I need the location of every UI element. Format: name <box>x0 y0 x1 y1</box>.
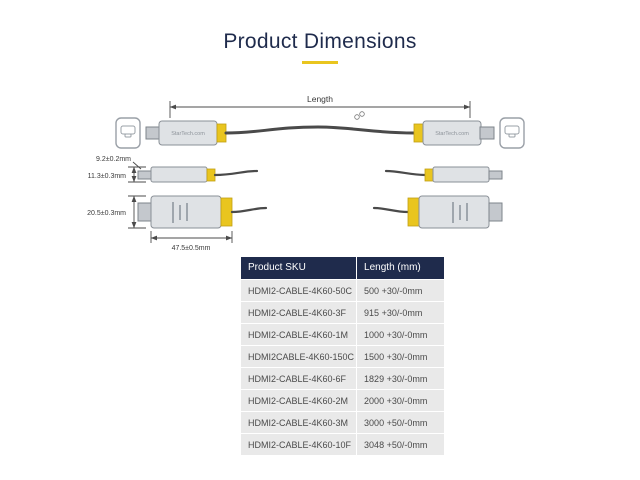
sku-cell: HDMI2CABLE-4K60-150C <box>239 345 358 368</box>
port-socket-notch <box>508 133 516 138</box>
leader-line <box>132 161 142 170</box>
dimension-length: Length <box>169 94 471 118</box>
sku-cell: HDMI2-CABLE-4K60-1M <box>239 323 358 346</box>
sku-cell: HDMI2-CABLE-4K60-10F <box>239 433 358 456</box>
brand-label: StarTech.com <box>171 131 205 137</box>
connector-top-view-right <box>372 195 503 229</box>
brand-label: StarTech.com <box>435 131 469 137</box>
sku-length-table: Product SKU Length (mm) HDMI2-CABLE-4K60… <box>239 256 446 456</box>
table-header-row: Product SKU Length (mm) <box>239 256 446 280</box>
cable-stub <box>230 206 268 214</box>
table-row: HDMI2-CABLE-4K60-2M 2000 +30/-0mm <box>239 389 446 412</box>
hdmi-port-icon-right <box>499 117 525 149</box>
cable-assembly: StarTech.com StarTech.com <box>145 111 495 146</box>
connector-print-mark <box>172 202 174 223</box>
length-cell: 2000 +30/-0mm <box>356 389 446 412</box>
dimension-connector-height: 11.3±0.3mm <box>88 166 146 183</box>
connector-side-view-right <box>384 166 503 183</box>
connector-height-label: 11.3±0.3mm <box>88 173 127 180</box>
port-socket <box>504 125 520 135</box>
coil-loop <box>359 111 365 117</box>
col-header-length: Length (mm) <box>356 256 446 280</box>
length-cell: 915 +30/-0mm <box>356 301 446 324</box>
dimension-connector-width: 20.5±0.3mm <box>87 195 146 229</box>
col-header-sku: Product SKU <box>239 256 358 280</box>
connector-tip <box>488 202 503 222</box>
hdmi-connector-right: StarTech.com <box>413 120 495 146</box>
strain-relief-band <box>206 168 216 182</box>
connector-body <box>432 166 490 183</box>
table-row: HDMI2-CABLE-4K60-3F 915 +30/-0mm <box>239 301 446 324</box>
connector-width-label: 20.5±0.3mm <box>87 210 126 217</box>
length-cell: 1500 +30/-0mm <box>356 345 446 368</box>
dimension-tip-height: 9.2±0.2mm <box>96 156 142 170</box>
connector-tip <box>145 126 161 140</box>
dimension-connector-length: 47.5±0.5mm <box>150 231 233 252</box>
table-row: HDMI2-CABLE-4K60-1M 1000 +30/-0mm <box>239 323 446 346</box>
connector-tip <box>479 126 495 140</box>
table-row: HDMI2-CABLE-4K60-6F 1829 +30/-0mm <box>239 367 446 390</box>
connector-print-mark <box>452 202 454 223</box>
sku-cell: HDMI2-CABLE-4K60-6F <box>239 367 358 390</box>
length-cell: 3000 +50/-0mm <box>356 411 446 434</box>
sku-cell: HDMI2-CABLE-4K60-3M <box>239 411 358 434</box>
sku-cell: HDMI2-CABLE-4K60-50C <box>239 279 358 302</box>
tip-height-label: 9.2±0.2mm <box>96 156 131 163</box>
cable-coil-mark <box>354 111 365 120</box>
sku-cell: HDMI2-CABLE-4K60-3F <box>239 301 358 324</box>
connector-tip <box>137 170 152 180</box>
port-socket <box>120 125 136 135</box>
connector-print-mark <box>459 205 461 220</box>
cable-stub <box>384 169 427 177</box>
table-row: HDMI2-CABLE-4K60-10F 3048 +50/-0mm <box>239 433 446 456</box>
connector-tip <box>488 170 503 180</box>
coil-loop <box>354 114 360 120</box>
cable-stub <box>372 206 410 214</box>
table-row: HDMI2CABLE-4K60-150C 1500 +30/-0mm <box>239 345 446 368</box>
connector-side-view-left <box>137 166 259 183</box>
table-row: HDMI2-CABLE-4K60-3M 3000 +50/-0mm <box>239 411 446 434</box>
length-cell: 1000 +30/-0mm <box>356 323 446 346</box>
strain-relief-band <box>413 123 424 143</box>
connector-length-label: 47.5±0.5mm <box>172 245 211 252</box>
hdmi-connector-left: StarTech.com <box>145 120 227 146</box>
connector-print-mark <box>186 203 188 221</box>
connector-print-mark <box>466 203 468 221</box>
title-accent-bar <box>302 61 338 64</box>
strain-relief-band <box>220 197 233 227</box>
length-cell: 3048 +50/-0mm <box>356 433 446 456</box>
connector-print-mark <box>179 205 181 220</box>
hdmi-port-icon-left <box>115 117 141 149</box>
strain-relief-band <box>424 168 434 182</box>
connector-top-view-left <box>137 195 268 229</box>
cable <box>224 125 416 135</box>
length-cell: 1829 +30/-0mm <box>356 367 446 390</box>
length-cell: 500 +30/-0mm <box>356 279 446 302</box>
sku-cell: HDMI2-CABLE-4K60-2M <box>239 389 358 412</box>
port-outline <box>499 117 525 149</box>
length-dimension-label: Length <box>307 94 333 104</box>
table-row: HDMI2-CABLE-4K60-50C 500 +30/-0mm <box>239 279 446 302</box>
connector-body <box>150 166 208 183</box>
cable-stub <box>213 169 259 177</box>
dimensions-diagram: Length StarTech.com StarTe <box>87 94 525 252</box>
page-title: Product Dimensions <box>223 30 417 53</box>
port-socket-notch <box>124 133 132 138</box>
connector-tip <box>137 202 152 222</box>
port-outline <box>115 117 141 149</box>
strain-relief-band <box>407 197 420 227</box>
